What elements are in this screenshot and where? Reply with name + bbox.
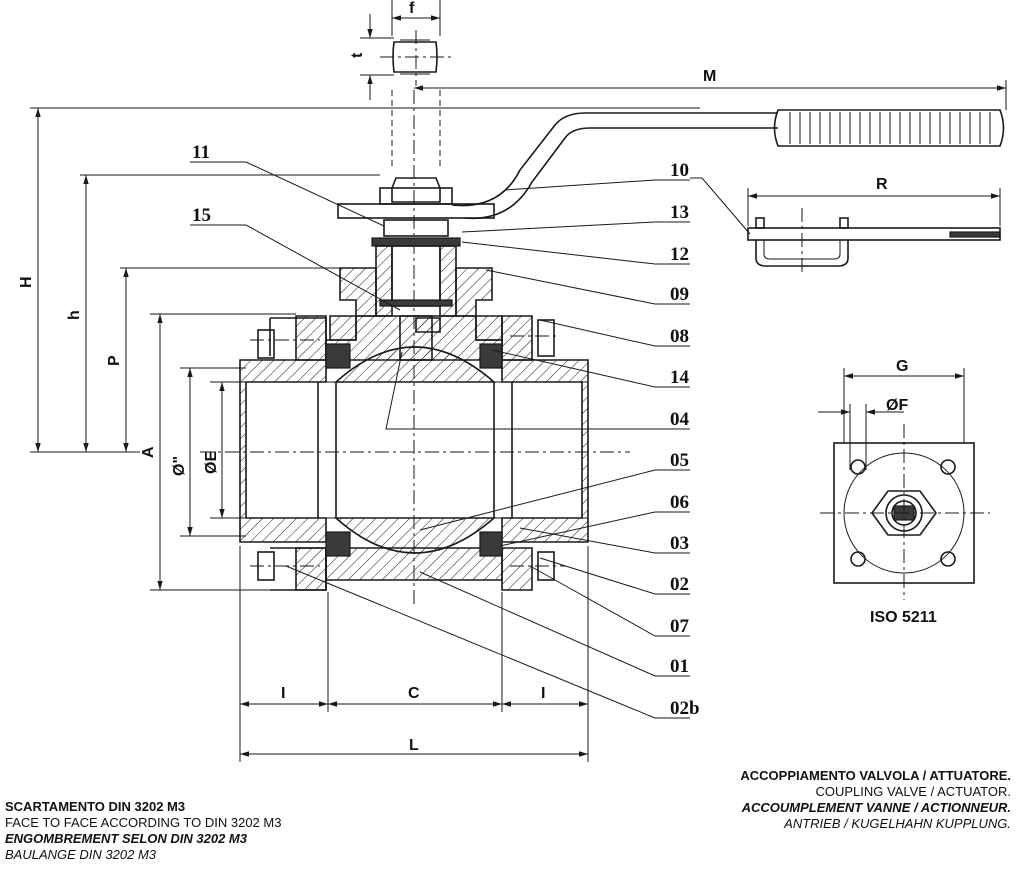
dim-G: G: [896, 358, 908, 375]
part-09: 09: [670, 284, 689, 305]
horizontal-dimensions: [239, 546, 589, 762]
face-to-face-note: SCARTAMENTO DIN 3202 M3 FACE TO FACE ACC…: [5, 799, 281, 863]
part-01: 01: [670, 656, 689, 677]
note-left-line2: FACE TO FACE ACCORDING TO DIN 3202 M3: [5, 815, 282, 830]
part-11: 11: [192, 142, 210, 163]
dim-L: L: [409, 737, 419, 754]
lever-side-view: [747, 188, 1001, 276]
part-06: 06: [670, 492, 689, 513]
part-02b: 02b: [670, 698, 700, 719]
note-right-line2: COUPLING VALVE / ACTUATOR.: [815, 784, 1011, 799]
dim-P: P: [106, 355, 123, 366]
iso-5211-flange: [818, 368, 990, 600]
part-15: 15: [192, 205, 211, 226]
iso-5211-label: ISO 5211: [870, 609, 937, 626]
dim-I-left: I: [281, 685, 285, 702]
stem-top-detail: [360, 0, 452, 100]
note-left-line4: BAULANGE DIN 3202 M3: [5, 847, 157, 862]
part-03: 03: [670, 533, 689, 554]
part-13: 13: [670, 202, 689, 223]
note-right-line3: ACCOUMPLEMENT VANNE / ACTIONNEUR.: [741, 800, 1011, 815]
valve-body: [200, 315, 630, 591]
dim-I-right: I: [541, 685, 545, 702]
part-12: 12: [670, 244, 689, 265]
part-02: 02: [670, 574, 689, 595]
part-08: 08: [670, 326, 689, 347]
vertical-dimensions: [30, 107, 700, 591]
dim-f: f: [409, 0, 415, 17]
dim-phi-E: ØE: [203, 451, 220, 474]
note-right-line1: ACCOPPIAMENTO VALVOLA / ATTUATORE.: [740, 768, 1011, 783]
dimension-M: [414, 80, 1007, 110]
dim-h: h: [66, 310, 83, 320]
note-right-line4: ANTRIEB / KUGELHAHN KUPPLUNG.: [784, 816, 1011, 831]
leader-lines: [190, 161, 751, 719]
lever-handle: [451, 109, 1005, 220]
dim-A: A: [140, 446, 157, 458]
dim-M: M: [703, 68, 716, 85]
part-10: 10: [670, 160, 689, 181]
coupling-note: ACCOPPIAMENTO VALVOLA / ATTUATORE. COUPL…: [740, 768, 1011, 832]
stem-nut: [337, 177, 495, 247]
dim-phi-inch: Ø": [171, 456, 188, 476]
note-left-line1: SCARTAMENTO DIN 3202 M3: [5, 799, 186, 814]
dim-R: R: [876, 176, 888, 193]
part-14: 14: [670, 367, 690, 388]
part-04: 04: [670, 409, 690, 430]
part-07: 07: [670, 616, 690, 637]
dim-t: t: [349, 52, 366, 58]
part-05: 05: [670, 450, 689, 471]
dim-C: C: [408, 685, 420, 702]
dim-H: H: [18, 276, 35, 288]
dim-phi-F: ØF: [886, 397, 908, 414]
note-left-line3: ENGOMBREMENT SELON DIN 3202 M3: [5, 831, 247, 846]
